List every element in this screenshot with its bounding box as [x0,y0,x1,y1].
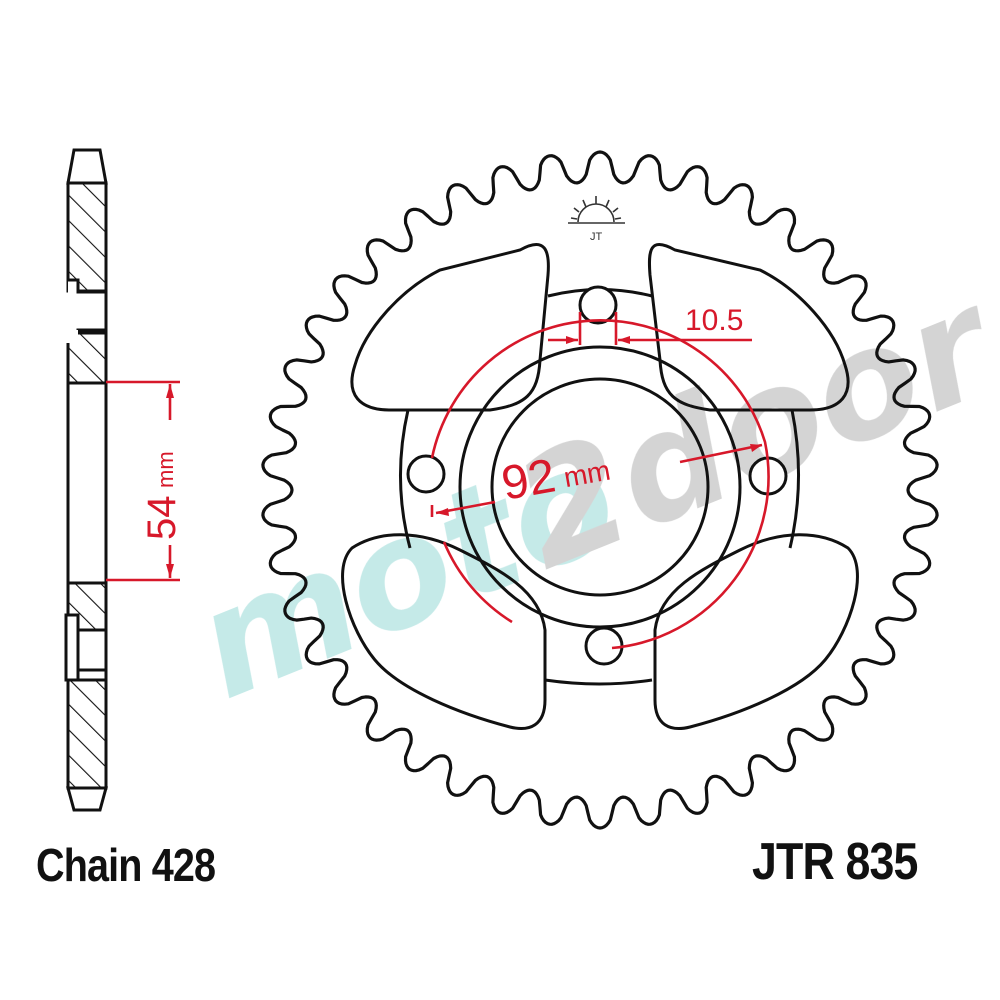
hub-flange-bottom [544,678,653,686]
bolt-hole-top [578,285,618,325]
pcd-dimension-label: 92 mm [498,449,613,510]
hub-flange-left [399,409,412,549]
sprocket-cross-section [64,148,108,812]
pcd-value: 92 [498,449,560,510]
watermark-part2: 2door [493,255,1000,604]
tooth-tip-top [66,148,108,185]
rising-sun-logo-icon: JT [568,196,625,243]
lightening-hole-top-right [647,243,850,412]
hatched-upper-rim [66,181,108,293]
lightening-hole-bottom-left [341,533,547,730]
lightening-hole-bottom-right [653,533,859,730]
dimension-arrowheads [436,336,762,516]
chain-size-label: Chain 428 [36,839,216,891]
hub-flange-right [788,409,800,549]
pcd-arc-lower-left [442,541,513,624]
hatched-lower-rim [66,678,108,790]
lightening-hole-top-left [350,243,550,412]
bolt-hole-dimension: 10.5 [685,304,743,337]
part-number-label: JTR 835 [752,833,918,891]
center-bore [490,377,710,597]
logo-mark: JT [590,231,603,243]
dimension-annotations [430,312,770,650]
hub-bore-value: 54 [140,496,184,541]
bolt-hole-bottom [584,626,624,666]
lightening-holes [341,243,859,730]
tooth-tip-bottom [66,786,108,812]
bolt-hole-left [406,454,446,494]
sprocket-teeth-outline [261,150,939,830]
hub-bore-unit: mm [153,451,178,488]
hub-bore-arrowheads [166,384,174,578]
hub-bore-label: 54 mm [140,451,184,540]
pcd-arc-main [430,319,770,650]
bore-section [66,381,108,585]
